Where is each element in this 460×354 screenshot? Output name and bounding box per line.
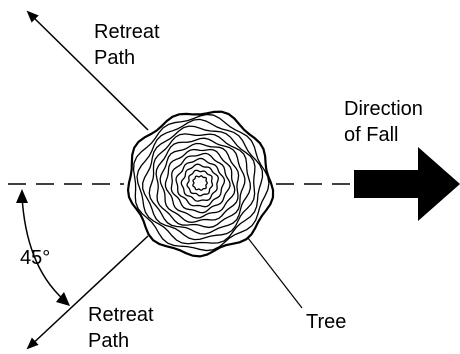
direction-of-fall-label-line1: Direction xyxy=(344,98,423,120)
retreat-path-lower-label-line2: Path xyxy=(88,330,129,352)
retreat-path-upper-label-line1: Retreat xyxy=(94,21,160,43)
angle-label: 45° xyxy=(20,247,50,269)
tree-stump xyxy=(128,112,273,257)
retreat-path-upper-label-line2: Path xyxy=(94,47,135,69)
angle-arc-arrowhead-top xyxy=(16,189,28,203)
direction-of-fall-arrow xyxy=(354,147,460,221)
direction-of-fall-label-line2: of Fall xyxy=(344,124,398,146)
tree-label: Tree xyxy=(306,311,346,333)
retreat-path-lower-label-line1: Retreat xyxy=(88,304,154,326)
tree-leader-line xyxy=(248,238,302,308)
stump-outer-ring xyxy=(128,112,273,257)
